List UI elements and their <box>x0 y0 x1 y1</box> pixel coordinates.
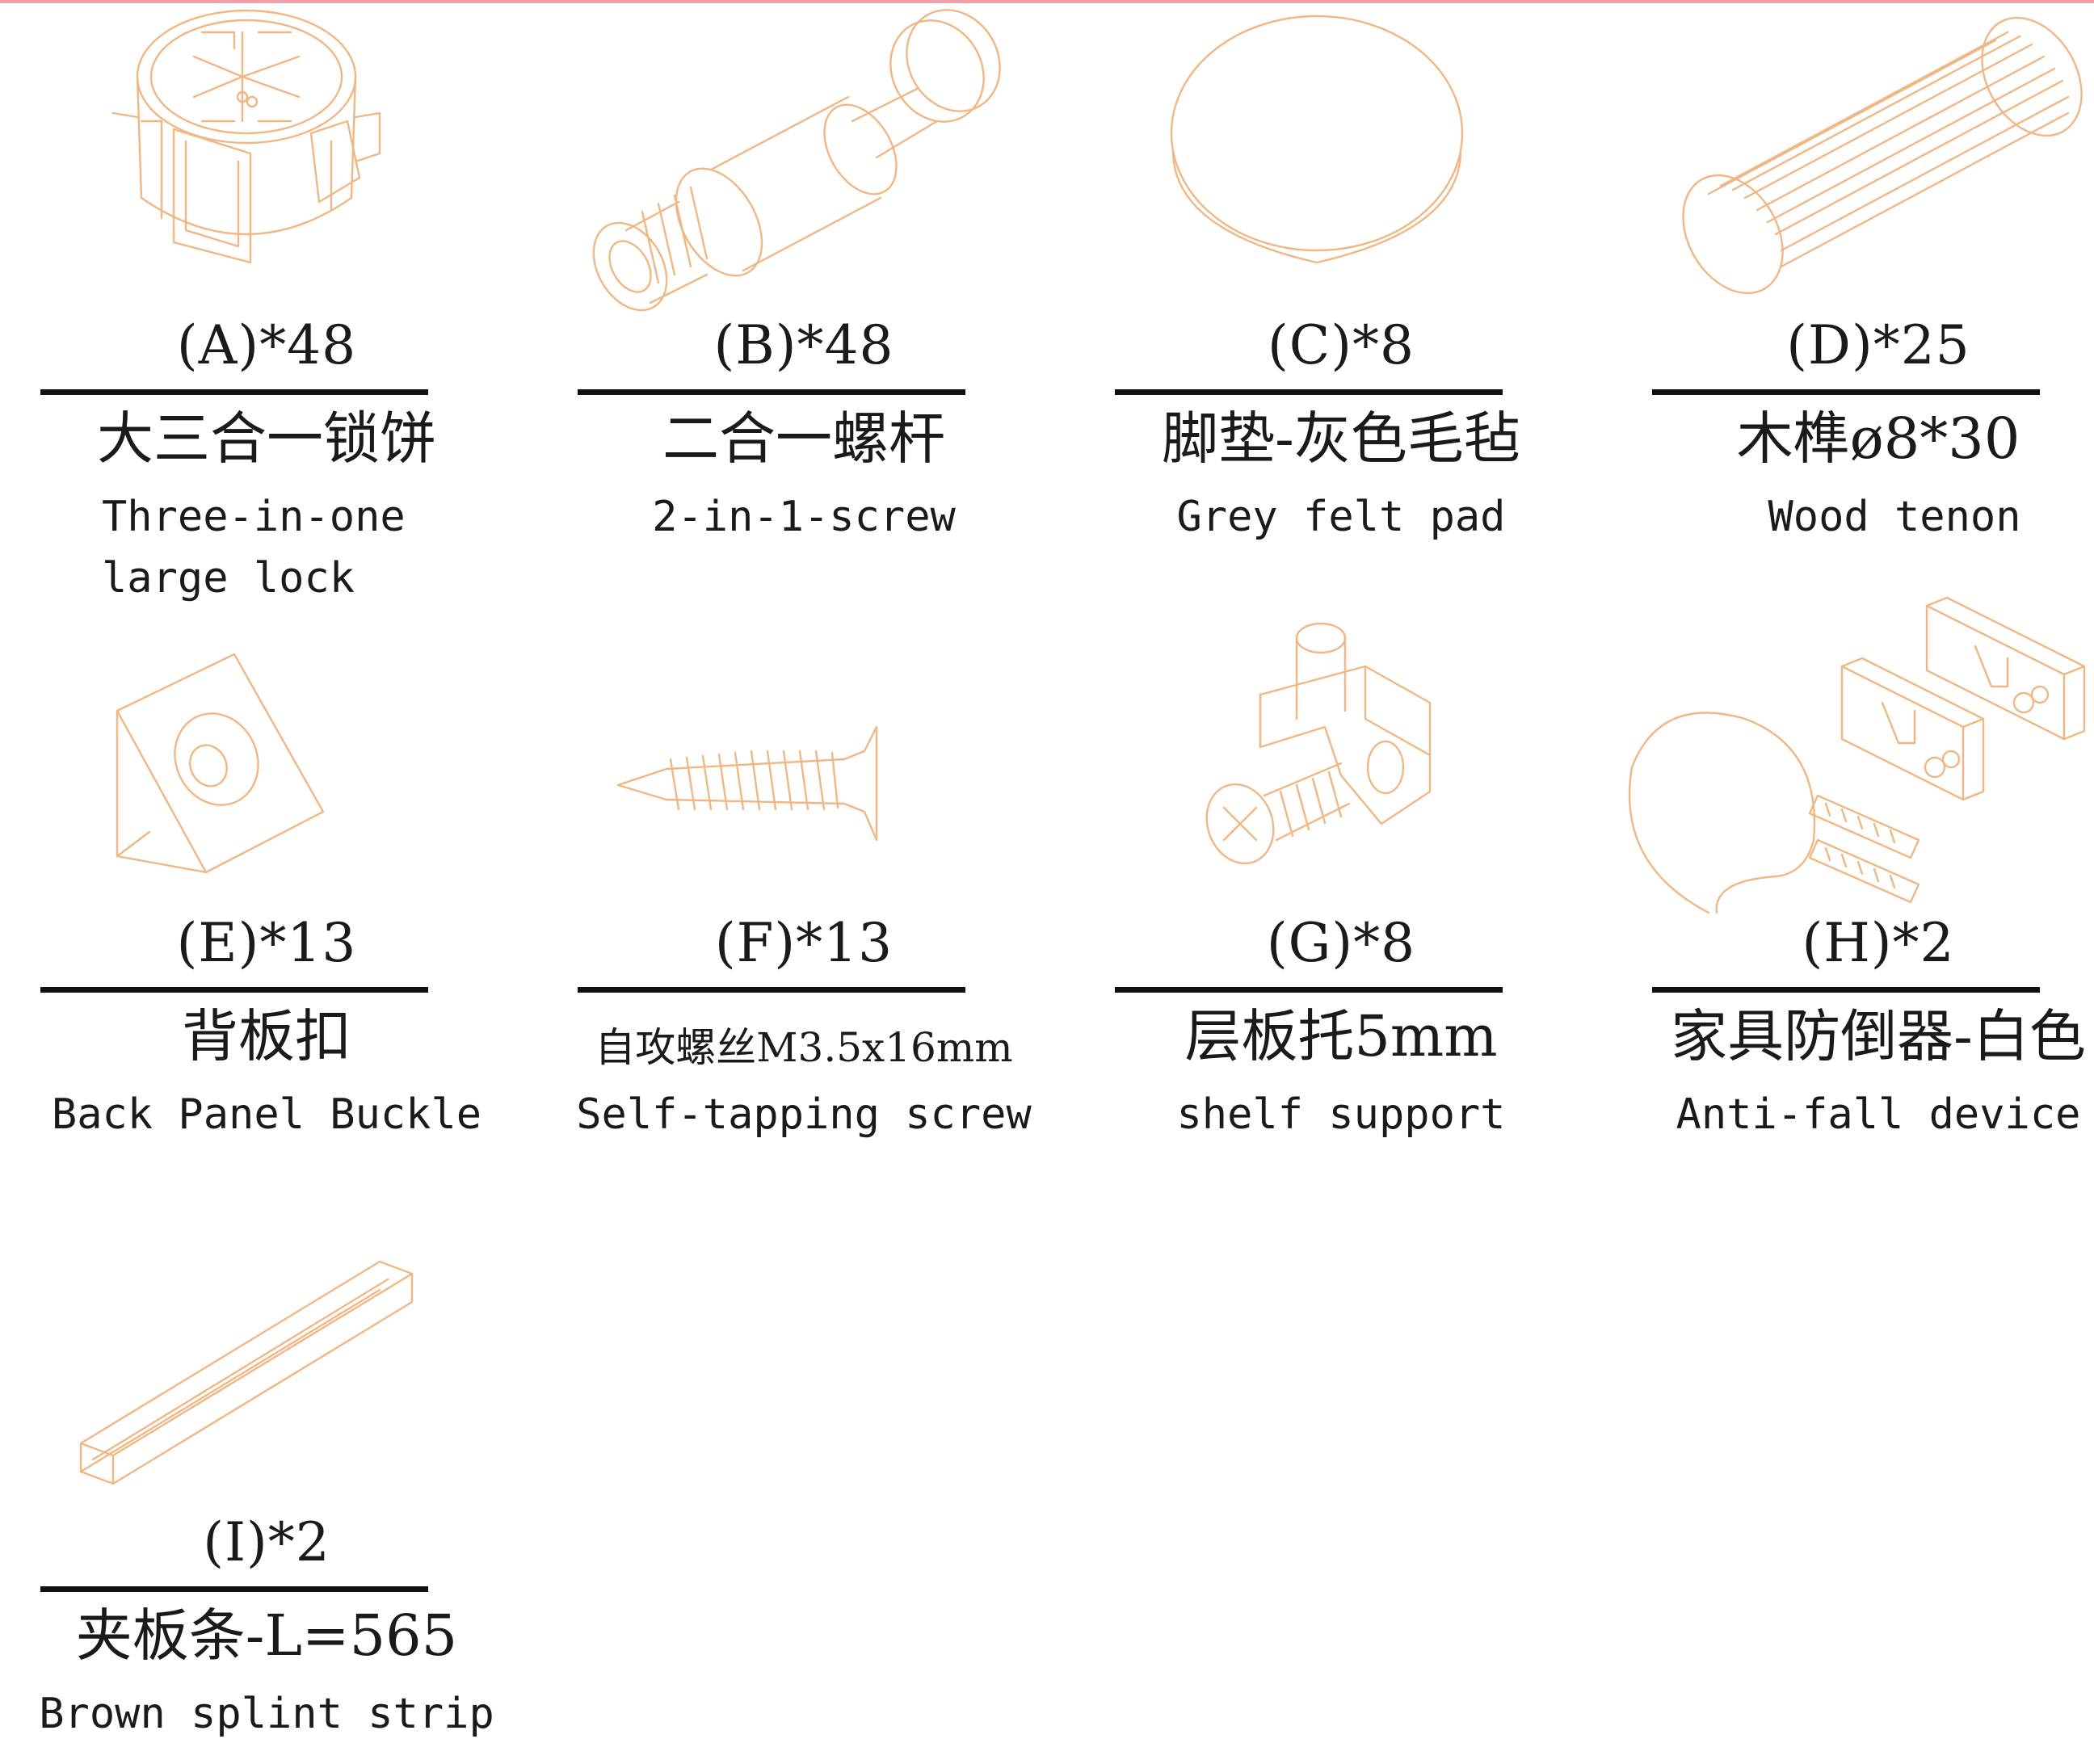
part-code: (B)*48 <box>713 314 894 376</box>
divider <box>1115 987 1503 993</box>
panel-buckle-icon <box>0 598 533 913</box>
part-name-cn: 背板扣 <box>182 1003 351 1069</box>
part-code: (I)*2 <box>203 1511 330 1573</box>
part-code: (F)*13 <box>714 912 894 974</box>
wood-dowel-icon <box>1612 0 2094 315</box>
connector-bolt-icon <box>537 0 1070 315</box>
part-name-cn: 夹板条-L=565 <box>75 1602 458 1669</box>
part-name-cn: 自攻螺丝M3.5x16mm <box>595 1024 1013 1071</box>
part-name-cn: 大三合一锁饼 <box>97 405 436 472</box>
divider <box>1652 389 2040 395</box>
part-name-en: Anti-fall device <box>1676 1090 2081 1139</box>
part-code: (E)*13 <box>176 912 357 974</box>
divider <box>578 987 965 993</box>
divider <box>1652 987 2040 993</box>
anti-tip-kit-icon <box>1612 596 2094 914</box>
divider <box>40 389 428 395</box>
part-code: (D)*25 <box>1786 314 1970 376</box>
part-name-cn: 家具防倒器-白色 <box>1671 1003 2086 1069</box>
divider <box>1115 389 1503 395</box>
top-border <box>0 0 2094 3</box>
part-name-en: shelf support <box>1176 1090 1506 1139</box>
cam-lock-icon <box>0 0 533 315</box>
part-code: (C)*8 <box>1268 314 1415 376</box>
divider <box>578 389 965 395</box>
part-name-cn: 二合一螺杆 <box>662 405 945 472</box>
part-name-en: Grey felt pad <box>1176 493 1506 541</box>
part-code: (H)*2 <box>1802 912 1955 974</box>
tapping-screw-icon <box>537 598 1070 913</box>
part-name-en: Self-tapping screw <box>576 1090 1032 1139</box>
part-name-en: Brown splint strip <box>39 1690 494 1738</box>
part-name-en: 2-in-1-screw <box>652 493 956 541</box>
part-code: (G)*8 <box>1266 912 1416 974</box>
divider <box>40 987 428 993</box>
divider <box>40 1586 428 1592</box>
part-name-cn: 脚垫-灰色毛毡 <box>1162 405 1520 472</box>
shelf-support-icon <box>1074 598 1608 913</box>
splint-strip-icon <box>0 1197 533 1512</box>
part-name-cn: 层板托5mm <box>1184 1003 1498 1069</box>
part-name-en: Wood tenon <box>1768 493 2021 541</box>
part-name-cn: 木榫ø8*30 <box>1736 405 2020 472</box>
part-code: (A)*48 <box>176 314 357 376</box>
felt-pad-icon <box>1074 0 1608 315</box>
part-name-en: Back Panel Buckle <box>51 1090 482 1139</box>
part-name-en: Three-in-one large lock <box>102 493 406 603</box>
